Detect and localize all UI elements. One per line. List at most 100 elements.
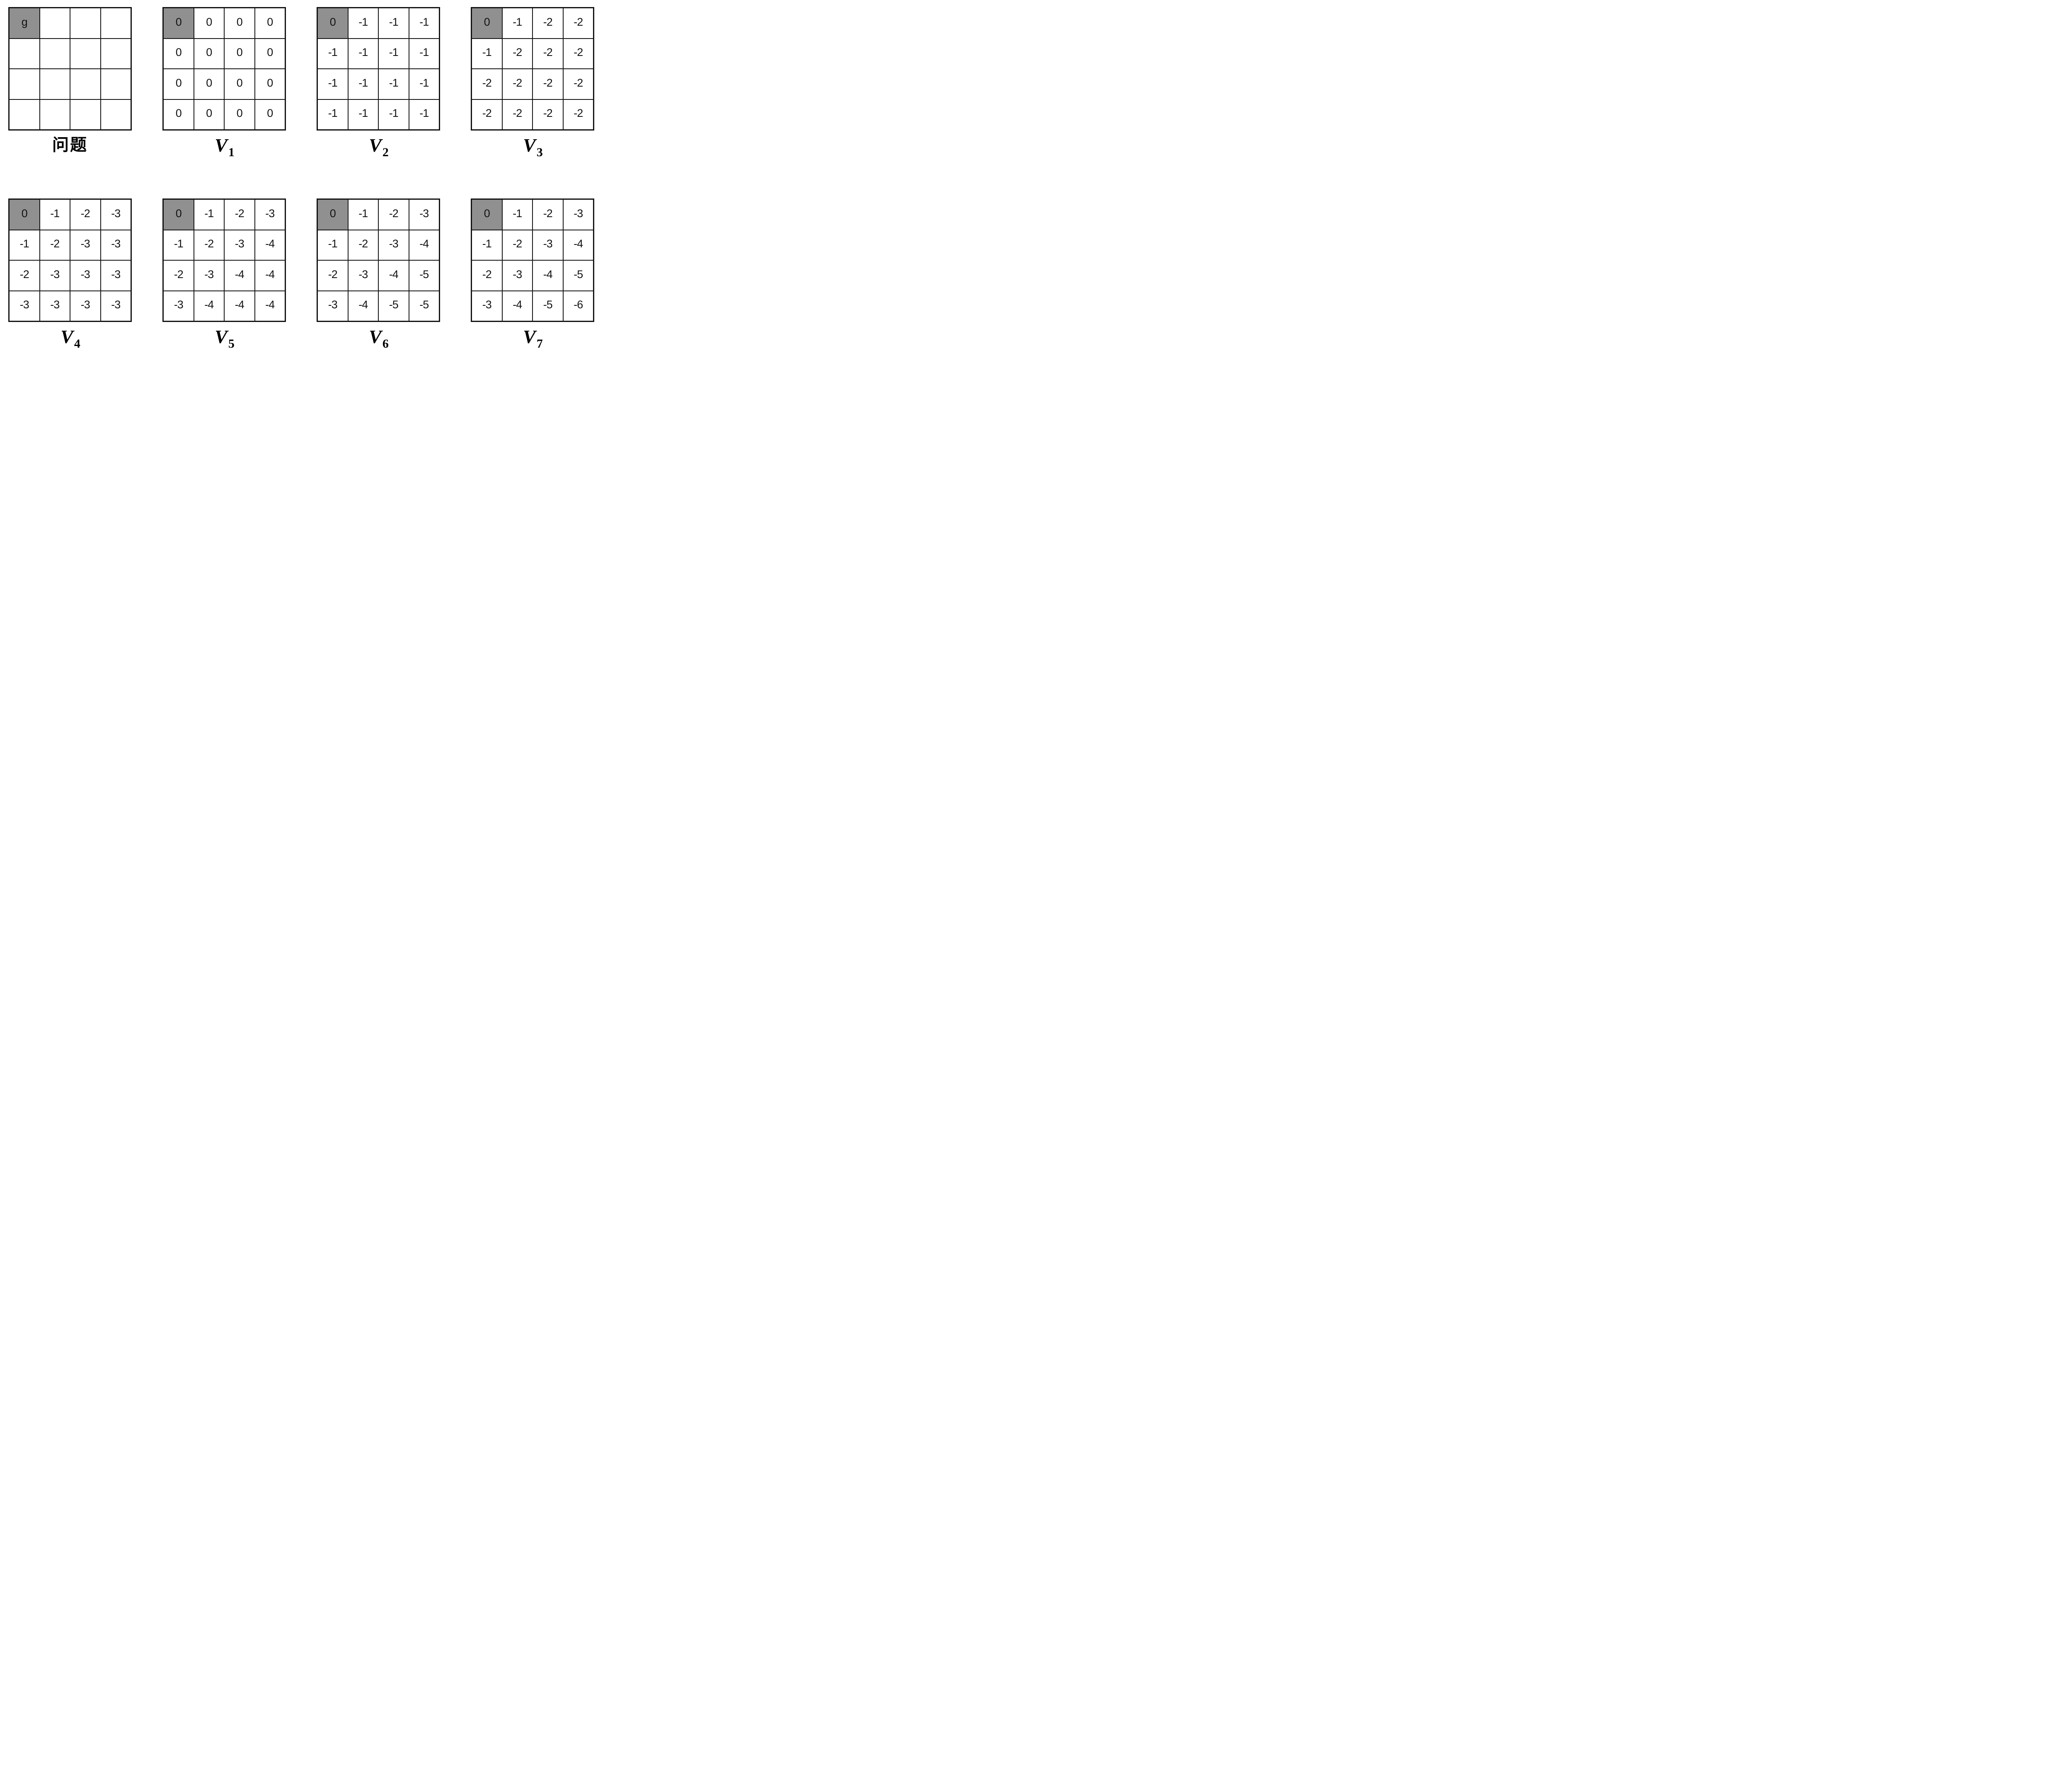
grid-cell: -3 <box>225 230 254 260</box>
grid-label-subscript: 1 <box>228 145 235 159</box>
grid-cell: 0 <box>194 39 224 68</box>
grid-cell: -2 <box>225 200 254 230</box>
grid-label-subscript: 3 <box>536 145 543 159</box>
grid-cell: -4 <box>225 261 254 290</box>
grid-cell: -3 <box>194 261 224 290</box>
grid-cell: 0 <box>255 39 285 68</box>
grid-cell: -2 <box>40 230 70 260</box>
grid-cell: -2 <box>502 69 532 99</box>
grid-cell: -3 <box>348 261 378 290</box>
grid-cell: -3 <box>70 261 100 290</box>
grid-cell: -1 <box>164 230 194 260</box>
grid-label-text: V <box>61 326 73 347</box>
grid-cell: -2 <box>563 69 593 99</box>
grid-cell: 0 <box>225 69 254 99</box>
grid-cell: -1 <box>379 99 409 129</box>
grid-cell: -2 <box>533 69 563 99</box>
grid-cell: -1 <box>409 39 439 68</box>
grid-cell: 0 <box>164 99 194 129</box>
grid-cell: -1 <box>348 200 378 230</box>
v5-grid: 0-1-2-3-1-2-3-4-2-3-4-4-3-4-4-4 <box>162 198 286 322</box>
grid-cell: -3 <box>563 200 593 230</box>
grid-cell <box>10 69 39 99</box>
grid-cell: -5 <box>379 291 409 321</box>
grid-cell <box>101 99 131 129</box>
grid-cell: -2 <box>70 200 100 230</box>
grid-cell <box>70 8 100 38</box>
grid-label-text: 问题 <box>52 136 88 154</box>
grid-cell: -2 <box>563 39 593 68</box>
grid-cell: -3 <box>472 291 502 321</box>
grid-cell: -5 <box>409 261 439 290</box>
grid-cell: -2 <box>10 261 39 290</box>
grid-label-text: V <box>215 326 228 347</box>
grid-cell: 0 <box>225 99 254 129</box>
grid-cell: -6 <box>563 291 593 321</box>
grid-cell: -2 <box>502 230 532 260</box>
grid-cell: -1 <box>379 39 409 68</box>
grid-cell: -1 <box>379 69 409 99</box>
grid-cell: -4 <box>379 261 409 290</box>
grid-cell: -3 <box>409 200 439 230</box>
grid-cell: 0 <box>194 99 224 129</box>
grid-cell: -3 <box>101 200 131 230</box>
grid-cell: 0 <box>255 99 285 129</box>
grid-cell: -2 <box>533 8 563 38</box>
grid-cell: -1 <box>194 200 224 230</box>
grid-cell: -4 <box>255 230 285 260</box>
grid-cell: -3 <box>10 291 39 321</box>
panel-problem: g 问题 <box>8 7 132 160</box>
grid-cell: 0 <box>194 8 224 38</box>
grid-cell: -2 <box>164 261 194 290</box>
grid-label-text: V <box>369 135 382 156</box>
v4-grid: 0-1-2-3-1-2-3-3-2-3-3-3-3-3-3-3 <box>8 198 132 322</box>
grid-cell: -1 <box>472 230 502 260</box>
grid-cell: -3 <box>533 230 563 260</box>
grid-cell: 0 <box>164 69 194 99</box>
grid-cell: 0 <box>164 39 194 68</box>
grid-cell: -3 <box>379 230 409 260</box>
grid-cell: -3 <box>70 230 100 260</box>
grid-cell: -5 <box>409 291 439 321</box>
grid-cell: 0 <box>255 69 285 99</box>
grid-cell: -3 <box>255 200 285 230</box>
grid-cell: -2 <box>502 99 532 129</box>
grid-cell: -4 <box>255 291 285 321</box>
grid-cell <box>40 8 70 38</box>
grid-cell: 0 <box>225 39 254 68</box>
grid-cell: -1 <box>10 230 39 260</box>
grid-cell: -1 <box>409 99 439 129</box>
grid-cell: -1 <box>409 8 439 38</box>
grid-label-text: V <box>215 135 228 156</box>
grid-cell: 0 <box>194 69 224 99</box>
grid-label-subscript: 2 <box>382 145 389 159</box>
grid-cell: -1 <box>318 99 348 129</box>
grid-label-subscript: 4 <box>74 337 80 351</box>
goal-cell: 0 <box>10 200 39 230</box>
grid-cell: -2 <box>472 261 502 290</box>
goal-cell: 0 <box>472 200 502 230</box>
grid-cell: -3 <box>40 261 70 290</box>
grid-cell <box>40 39 70 68</box>
grid-cell: -1 <box>502 200 532 230</box>
grid-cell <box>70 39 100 68</box>
grid-label-subscript: 5 <box>228 337 235 351</box>
grid-cell: -1 <box>348 99 378 129</box>
grid-cell: -4 <box>533 261 563 290</box>
grid-cell: 0 <box>225 8 254 38</box>
grid-cell: -2 <box>318 261 348 290</box>
grid-cell: -3 <box>101 261 131 290</box>
grid-cell <box>40 99 70 129</box>
